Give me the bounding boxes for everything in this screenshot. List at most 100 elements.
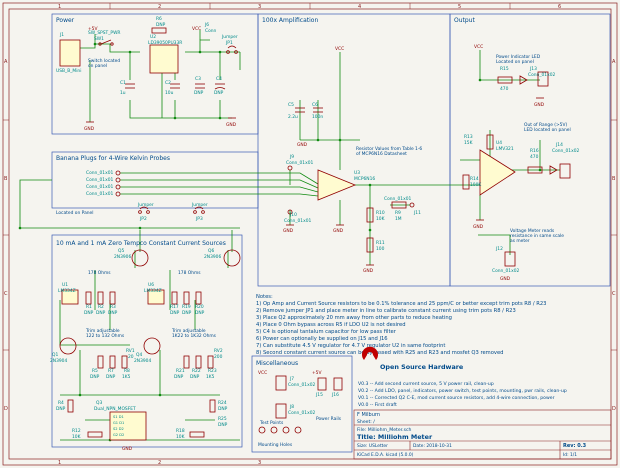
vcc-label-output: VCC xyxy=(474,44,483,50)
vcc-label-power: VCC xyxy=(192,26,201,32)
transistor-q5-symbol xyxy=(131,249,149,267)
r15-ref: R15 xyxy=(500,66,509,72)
located-on-panel: Located on Panel xyxy=(56,210,93,216)
frame-col-5: 5 xyxy=(458,4,461,10)
capacitor-c4-symbol xyxy=(214,83,226,90)
power-block xyxy=(51,13,259,135)
r20-value: DNP xyxy=(195,310,205,316)
q4-value: 2N3904 xyxy=(134,358,151,364)
r9-ref: R9 xyxy=(395,210,401,216)
banana-block-title: Banana Plugs for 4-Wire Kelvin Probes xyxy=(56,155,170,162)
j8-value: Conn_01x02 xyxy=(288,410,315,416)
resistor-r1-symbol xyxy=(85,291,92,305)
frame-col-4: 4 xyxy=(358,4,361,10)
frame-ticks xyxy=(3,3,617,351)
q3-pin-1: S1 D1 xyxy=(113,415,124,419)
u2-value: LD39050PU33R xyxy=(148,40,182,46)
ldo-regulator-symbol xyxy=(149,44,179,74)
title-main: Title: Milliohm Meter xyxy=(357,433,433,441)
r1-value: DNP xyxy=(84,310,94,316)
j8-ref: J8 xyxy=(289,404,294,410)
p5v-label-misc: +5V xyxy=(312,370,321,376)
dual-mosfet-q3-symbol xyxy=(109,411,147,441)
resistor-r22-symbol xyxy=(195,355,202,369)
j12-value: Conn_01x02 xyxy=(492,268,519,274)
resistor-r5-symbol xyxy=(97,355,104,369)
c5-ref: C5 xyxy=(288,102,294,108)
power-labels: J1 USB_B_Mini SW1 SW_SPST_PWR Switch loc… xyxy=(56,16,238,132)
q5-value: 2N3906 xyxy=(114,254,131,260)
u1-ref: U1 xyxy=(62,282,68,288)
frame-col-2: 2 xyxy=(158,4,161,10)
wire-junctions xyxy=(18,42,542,442)
r12-value: 10K xyxy=(72,434,81,440)
note-line-2: 2) Remove jumper JP1 and place meter in … xyxy=(256,308,516,314)
revision-1: V0.2 -- Add LDO, panel, indicators, powe… xyxy=(358,388,567,394)
power-block-title: Power xyxy=(56,17,75,24)
resistor-r10-symbol xyxy=(366,207,374,223)
transistor-q6-symbol xyxy=(223,249,241,267)
jp1-ref: JP1 xyxy=(225,40,233,46)
title-author: F Milburn xyxy=(357,412,380,418)
resistor-r16-symbol xyxy=(527,166,543,174)
r6-ref: R6 xyxy=(156,16,162,22)
misc-labels: VCC +5V J7 Conn_01x02 J8 Conn_01x02 J15 … xyxy=(258,370,342,448)
r21-value: DNP xyxy=(174,374,184,380)
r17-ref: R17 xyxy=(170,304,179,310)
j6-value: Conn xyxy=(205,28,217,34)
j10-value: Conn_01x01 xyxy=(284,218,311,224)
j14-ref: J14 xyxy=(555,142,563,148)
c4-ref: C4 xyxy=(216,76,222,82)
resistor-r19-symbol xyxy=(183,291,190,305)
u3-ref: U3 xyxy=(354,170,360,176)
q3-pin-3: S2 D2 xyxy=(113,427,124,431)
resistor-r13-symbol xyxy=(486,134,494,150)
r21-ref: R21 xyxy=(176,368,185,374)
ohm178-2: 178 Ohms xyxy=(178,270,201,276)
frame-row-markers: A B C D A B C D xyxy=(4,59,616,412)
rv1-value: 20 xyxy=(128,354,134,360)
frame-row-c-right: C xyxy=(612,291,616,297)
transistor-q4-symbol xyxy=(143,337,161,355)
r2-value: DNP xyxy=(96,310,106,316)
r23-value: 1K5 xyxy=(206,374,215,380)
j9-ref: J9 xyxy=(289,154,294,160)
banana-connectors xyxy=(115,170,121,197)
capacitor-c6-symbol xyxy=(313,107,323,113)
r16-value: 470 xyxy=(530,154,539,160)
misc-block xyxy=(251,355,353,453)
connector-j16-symbol xyxy=(333,377,343,391)
r8-value: 1K5 xyxy=(122,374,131,380)
r9-value: 1M xyxy=(395,216,402,222)
c6-value: 100n xyxy=(312,114,323,120)
resistor-r24-symbol xyxy=(209,399,216,413)
resistor-r14-symbol xyxy=(462,174,470,190)
gnd-amp-2: GND xyxy=(333,228,344,234)
r10-value: 10K xyxy=(376,216,385,222)
connector-j11-symbol xyxy=(409,202,415,208)
j11-ref: J11 xyxy=(413,210,421,216)
j13-value: Conn_01x02 xyxy=(528,72,555,78)
frame-col-1: 1 xyxy=(58,4,61,10)
note-line-7: 7) Can substitute 4.5 V regulator for 4.… xyxy=(256,343,445,349)
rv1-ref: RV1 xyxy=(126,348,135,354)
connector-j9-symbol xyxy=(287,165,293,171)
frame-row-a-right: A xyxy=(612,59,616,65)
jp1-value: Jumper xyxy=(221,34,238,40)
r18-value: 10K xyxy=(176,434,185,440)
title-size: Size: USLetter xyxy=(357,443,388,449)
j11-value: Conn_01x01 xyxy=(384,196,411,202)
c5-value: 2.2u xyxy=(288,114,298,120)
connector-j7-symbol xyxy=(275,375,287,391)
resistor-r21-symbol xyxy=(183,355,190,369)
r24-ref: R24 xyxy=(218,400,227,406)
r5-ref: R5 xyxy=(92,368,98,374)
r14-ref: R14 xyxy=(470,176,479,182)
frame-row-b: B xyxy=(4,176,8,182)
c2-value: 10u xyxy=(165,90,174,96)
gnd-current: GND xyxy=(122,446,133,452)
